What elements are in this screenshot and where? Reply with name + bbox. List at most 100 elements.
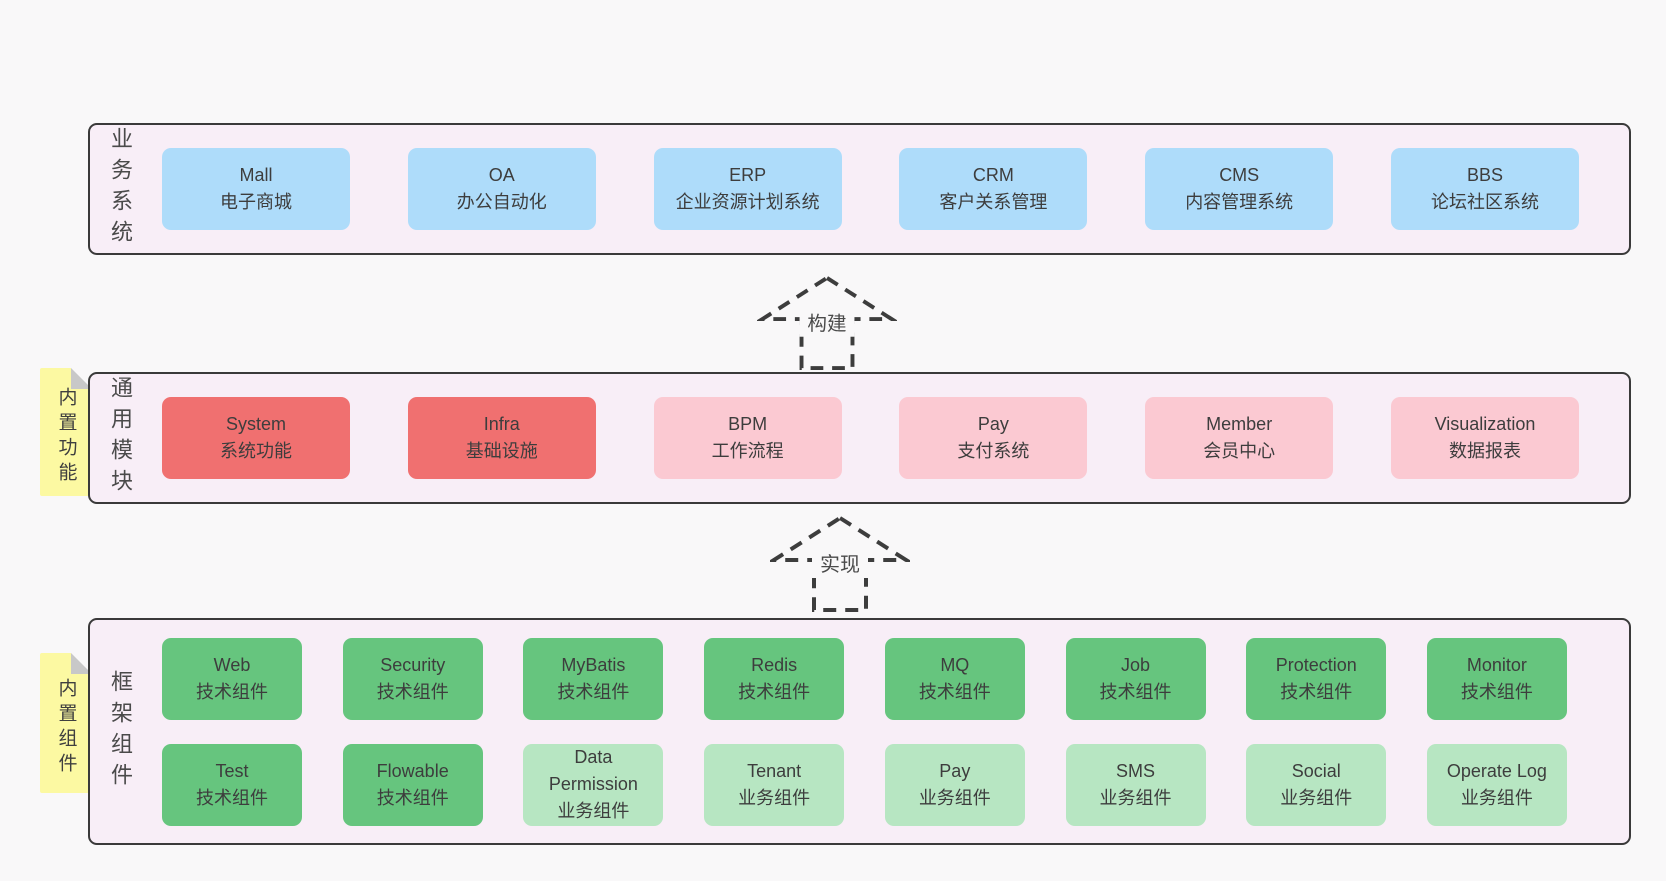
module-en-label: Redis: [751, 654, 798, 675]
module-en-label: Test: [215, 760, 249, 781]
module-zh-label: 论坛社区系统: [1430, 192, 1539, 212]
module-en-label: Infra: [483, 414, 520, 434]
module-en-label: MyBatis: [561, 654, 626, 675]
module-en-label: Web: [213, 654, 251, 675]
implement-arrow-svg: 实现: [770, 515, 910, 612]
module-zh-label: 系统功能: [220, 441, 292, 461]
band-common-modules-label: 通用模块: [108, 376, 133, 500]
module-zh-label: 业务组件: [557, 801, 630, 821]
module-box-sms: SMS 业务组件: [1065, 743, 1206, 826]
module-zh-label: 业务组件: [918, 787, 991, 808]
builtin-features-note-label: 内置功能: [55, 387, 77, 487]
module-box-system: System 系统功能: [162, 397, 350, 479]
module-zh-label: 会员中心: [1203, 441, 1276, 461]
module-box-crm: CRM 客户关系管理: [899, 148, 1088, 230]
module-en-label: Job: [1121, 654, 1151, 675]
module-en-label: Monitor: [1466, 654, 1527, 675]
module-box-flowable: Flowable 技术组件: [342, 743, 483, 826]
module-box-mybatis: MyBatis 技术组件: [523, 637, 664, 720]
builtin-components-note-label: 内置组件: [55, 678, 77, 778]
module-en-label: Pay: [939, 760, 971, 781]
module-en-label: Flowable: [376, 760, 449, 781]
module-box-security: Security 技术组件: [342, 637, 483, 720]
module-box-mq: MQ 技术组件: [884, 637, 1025, 720]
module-box-protection: Protection 技术组件: [1246, 637, 1387, 720]
module-box-pay: Pay 业务组件: [884, 743, 1025, 826]
band-business-systems-label: 业务系统: [108, 127, 133, 251]
module-en-label: Tenant: [747, 760, 802, 781]
module-en-label: CRM: [972, 165, 1014, 185]
module-en-label: Security: [380, 654, 446, 675]
module-zh-label: 业务组件: [1280, 787, 1353, 808]
implement-arrow-label: 实现: [820, 553, 860, 576]
module-en-label: Visualization: [1434, 414, 1536, 434]
module-zh-label: 技术组件: [918, 681, 991, 702]
build-arrow-label: 构建: [807, 313, 846, 335]
module-zh-label: 技术组件: [1280, 681, 1353, 702]
module-en-label: Operate Log: [1446, 760, 1547, 781]
module-zh-label: 基础设施: [465, 441, 538, 461]
module-box-operate-log: Operate Log 业务组件: [1426, 743, 1567, 826]
module-en-label: Protection: [1275, 654, 1357, 675]
module-en-label: BPM: [728, 414, 768, 434]
module-box-infra: Infra 基础设施: [407, 397, 596, 479]
builtin-components-note: 内置组件: [40, 653, 92, 793]
module-en-label: ERP: [729, 165, 767, 185]
module-zh-label: 业务组件: [738, 787, 811, 808]
module-en-label: Social: [1291, 760, 1341, 781]
module-zh-label: 内容管理系统: [1185, 192, 1294, 212]
module-zh-label: 数据报表: [1448, 441, 1521, 461]
module-zh-label: 技术组件: [196, 787, 268, 808]
module-zh-label: 技术组件: [196, 681, 268, 702]
module-zh-label: 技术组件: [1099, 681, 1172, 702]
builtin-features-note: 内置功能: [40, 368, 92, 496]
module-box-erp: ERP 企业资源计划系统: [653, 148, 842, 230]
module-en-label: SMS: [1116, 760, 1156, 781]
module-box-social: Social 业务组件: [1246, 743, 1387, 826]
module-en-label: OA: [488, 165, 515, 185]
implement-arrow: 实现: [770, 512, 910, 616]
module-box-pay: Pay 支付系统: [899, 397, 1088, 479]
module-box-visualization: Visualization 数据报表: [1390, 397, 1579, 479]
module-en-label: MQ: [940, 654, 970, 675]
module-zh-label: 业务组件: [1460, 787, 1533, 808]
module-zh-label: 客户关系管理: [939, 192, 1048, 212]
module-zh-label: 企业资源计划系统: [675, 192, 820, 212]
arrow-label-background: [799, 309, 855, 337]
module-box-data-permission: Data Permission 业务组件: [523, 743, 664, 826]
build-arrow-svg: 构建: [757, 275, 897, 371]
module-box-job: Job 技术组件: [1065, 637, 1206, 720]
module-box-cms: CMS 内容管理系统: [1145, 148, 1334, 230]
band-framework-components: 框架组件 Web 技术组件 Security 技术组件 MyBatis 技术组件 Redis…: [88, 618, 1631, 845]
module-en-label: Pay: [977, 414, 1009, 434]
build-arrow: 构建: [757, 274, 897, 372]
module-en-label: Mall: [239, 165, 273, 185]
module-en-label: Member: [1206, 414, 1273, 434]
module-zh-label: 技术组件: [557, 681, 630, 702]
module-en-label: System: [225, 414, 286, 434]
module-box-bbs: BBS 论坛社区系统: [1390, 148, 1579, 230]
module-en-label: BBS: [1466, 165, 1503, 185]
module-en-label: CMS: [1219, 165, 1260, 185]
module-zh-label: 业务组件: [1099, 787, 1172, 808]
module-zh-label: 技术组件: [376, 681, 449, 702]
module-zh-label: 办公自动化: [456, 192, 547, 212]
band-framework-components-label: 框架组件: [108, 669, 133, 794]
module-zh-label: 支付系统: [957, 441, 1030, 461]
module-en-label: Data Permission: [548, 747, 638, 794]
module-box-web: Web 技术组件: [162, 637, 302, 720]
module-zh-label: 技术组件: [376, 787, 449, 808]
module-box-tenant: Tenant 业务组件: [704, 743, 845, 826]
module-box-member: Member 会员中心: [1145, 397, 1334, 479]
